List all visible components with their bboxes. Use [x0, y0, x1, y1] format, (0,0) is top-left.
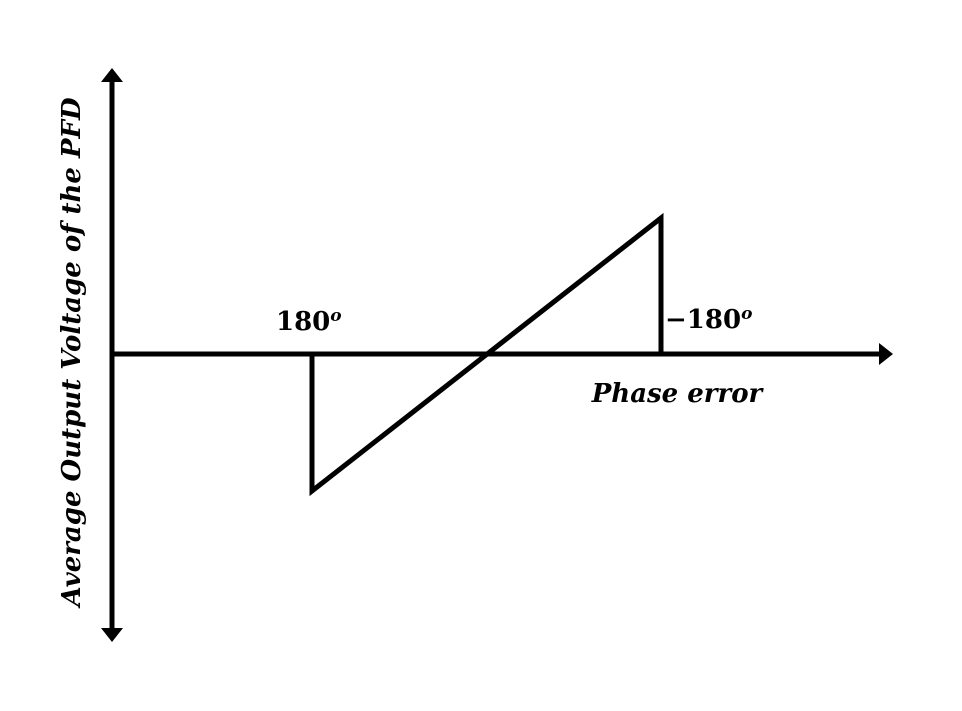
right-marker-superscript: o — [741, 304, 752, 324]
left-marker-superscript: o — [330, 306, 341, 326]
right-marker-value: −180 — [665, 305, 741, 335]
y-axis-arrow-down — [101, 628, 123, 642]
x-axis-label: Phase error — [591, 379, 765, 409]
left-marker-value: 180 — [276, 307, 330, 337]
y-axis-label: Average Output Voltage of the PFD — [57, 97, 87, 610]
left-marker-label: 180o — [276, 306, 342, 337]
y-axis-arrow-up — [101, 68, 123, 82]
right-marker-label: −180o — [665, 304, 752, 335]
x-axis-arrow-right — [879, 343, 893, 365]
pfd-characteristic-curve — [309, 212, 664, 497]
